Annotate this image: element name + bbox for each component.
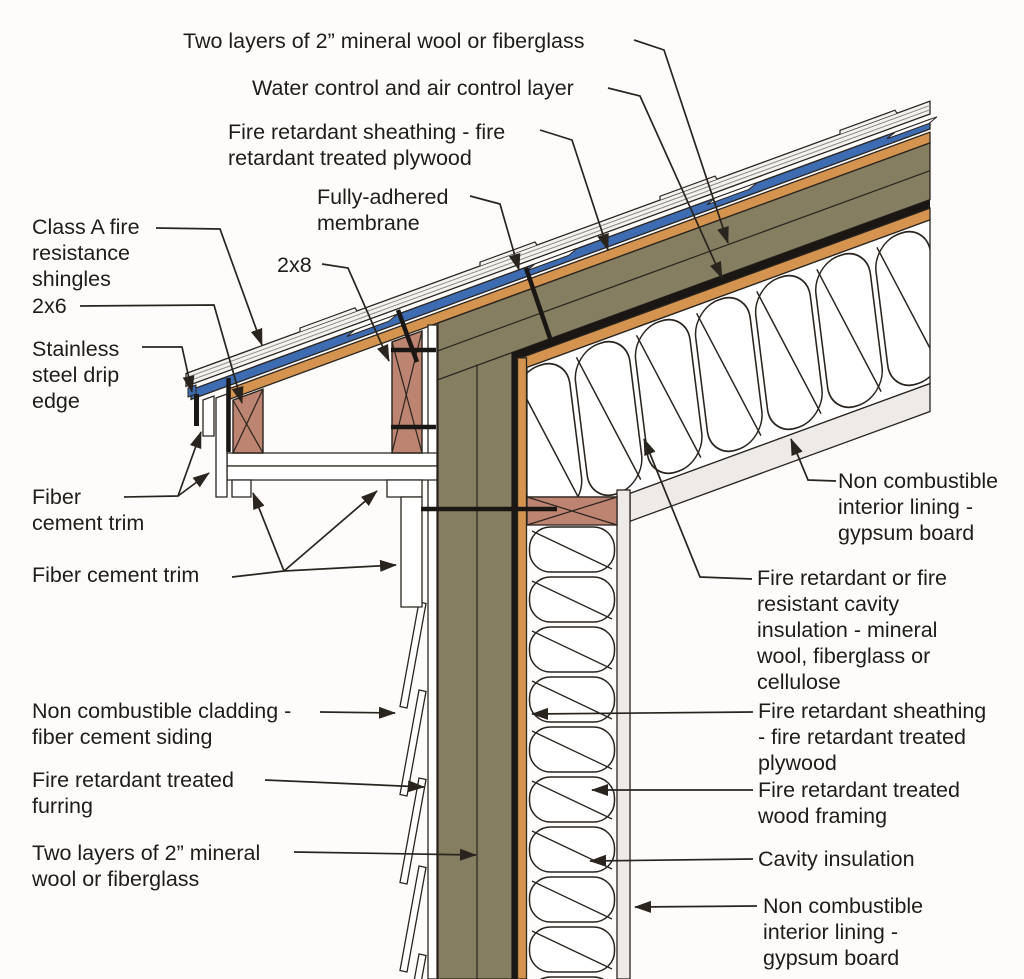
leader-fiber-trim-1b (177, 472, 210, 497)
soffit-block-left (231, 479, 252, 498)
soffit-trim (226, 465, 438, 481)
leader-class-a (155, 227, 263, 346)
leader-cavity-insulation (589, 854, 754, 867)
leader-water-control (607, 87, 723, 279)
label-fr-sheathing-wall: Fire retardant sheathing - fire retardan… (758, 699, 987, 775)
leader-two-layers-roof (633, 39, 729, 244)
label-class-a-shingles: Class A fire resistance shingles (32, 215, 140, 291)
leader-cladding (319, 706, 396, 719)
furring-strip (427, 324, 438, 979)
leader-fiber-trim-2a (231, 492, 286, 578)
label-2x6: 2x6 (32, 294, 67, 318)
wall-mineral-wool (437, 294, 513, 979)
leader-lines (79, 39, 837, 913)
label-two-layers-roof: Two layers of 2” mineral wool or fibergl… (183, 29, 585, 53)
label-cladding: Non combustible cladding - fiber cement … (32, 699, 292, 749)
label-two-layers-wall: Two layers of 2” mineral wool or fibergl… (32, 841, 261, 891)
wall-trim-board (400, 496, 423, 608)
label-fr-sheathing-roof: Fire retardant sheathing - fire retardan… (228, 120, 506, 170)
leader-furring (264, 779, 425, 793)
membrane-lap (706, 182, 758, 206)
wall-sheathing (516, 357, 528, 979)
shingle-step (659, 175, 718, 200)
leader-2x6 (79, 304, 244, 404)
siding-plank (413, 953, 427, 979)
soffit-board (226, 452, 438, 467)
leader-fr-sheathing-roof (539, 129, 609, 251)
wall-water-control (512, 351, 518, 979)
label-cavity-fr: Fire retardant or fire resistant cavity … (757, 566, 947, 694)
siding-plank (399, 865, 427, 973)
label-drip-edge: Stainless steel drip edge (32, 337, 120, 413)
label-fully-adhered: Fully-adhered membrane (317, 185, 449, 235)
wall-gypsum (616, 489, 631, 979)
label-furring: Fire retardant treated furring (32, 768, 234, 818)
leader-gypsum-wall (634, 900, 758, 913)
leader-2x8 (321, 263, 390, 362)
roof-water-control (513, 199, 930, 361)
shingle-step (839, 109, 898, 135)
siding-plank (399, 601, 427, 709)
fascia-inner (215, 393, 228, 498)
label-fiber-trim-2: Fiber cement trim (32, 563, 200, 587)
soffit-block-right (386, 479, 423, 498)
label-water-control: Water control and air control layer (252, 76, 574, 100)
siding-plank (399, 777, 427, 885)
fascia-outer (202, 395, 215, 437)
label-gypsum-wall: Non combustible interior lining - gypsum… (763, 894, 924, 970)
leader-fiber-trim-2b (283, 490, 378, 572)
leader-fr-sheathing-wall (531, 707, 754, 720)
membrane-lap (346, 313, 398, 337)
label-2x8: 2x8 (277, 253, 312, 277)
membrane-lap (526, 248, 578, 272)
label-fiber-trim-1: Fiber cement trim (32, 485, 145, 535)
siding-plank (399, 689, 427, 797)
label-gypsum-roof: Non combustible interior lining - gypsum… (838, 469, 999, 545)
shingle-step (299, 307, 358, 332)
leader-cavity-fr (643, 438, 753, 580)
leader-gypsum-roof (790, 438, 837, 482)
leader-fully-adhered (469, 195, 521, 271)
wall-batts (528, 526, 616, 979)
label-cavity-insulation: Cavity insulation (758, 847, 915, 871)
fasteners (226, 267, 557, 512)
leader-drip-edge (142, 346, 195, 393)
label-wood-framing: Fire retardant treated wood framing (758, 778, 960, 828)
blocking-2x6 (232, 388, 264, 454)
leader-fiber-trim-2c (283, 559, 397, 572)
roof-batts (527, 230, 930, 497)
leader-two-layers-wall (293, 848, 477, 861)
membrane-lap (886, 116, 938, 140)
shingle-step (479, 241, 538, 266)
